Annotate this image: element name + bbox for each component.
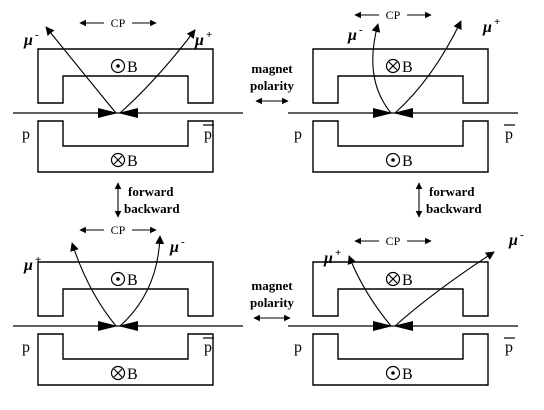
cp-label: CP bbox=[111, 16, 126, 30]
cp-indicator: CP bbox=[79, 16, 157, 30]
lower-field-cross-b bbox=[113, 368, 123, 378]
left-muon-label: μ bbox=[23, 32, 33, 49]
right-muon-label-charge: + bbox=[494, 16, 500, 28]
cp-label: CP bbox=[386, 8, 401, 22]
lower-field-label: B bbox=[402, 153, 413, 170]
proton-arrow bbox=[98, 108, 118, 118]
cp-label: CP bbox=[386, 234, 401, 248]
left-muon-track bbox=[45, 26, 117, 114]
magnet-polarity-top: magnet polarity bbox=[250, 61, 295, 105]
left-muon-label-charge: - bbox=[35, 29, 39, 41]
upper-magnet bbox=[312, 48, 489, 104]
magnet-polarity-bottom-line1: magnet bbox=[251, 278, 293, 293]
upper-field-cross-b bbox=[388, 61, 398, 71]
lower-field-dot bbox=[391, 158, 395, 162]
lower-magnet bbox=[312, 333, 489, 386]
upper-field-label: B bbox=[127, 59, 138, 76]
right-muon-label: μ bbox=[508, 232, 518, 249]
cp-label: CP bbox=[111, 223, 126, 237]
upper-magnet bbox=[37, 261, 214, 317]
upper-field-dot bbox=[116, 64, 120, 68]
right-muon-track bbox=[394, 20, 462, 114]
right-muon-label-charge: - bbox=[181, 236, 185, 248]
antiproton-label: p bbox=[505, 339, 513, 356]
lower-field-dot bbox=[391, 371, 395, 375]
left-muon-label-charge: + bbox=[35, 254, 41, 266]
proton-arrow bbox=[373, 321, 393, 331]
cp-indicator: CP bbox=[79, 223, 157, 237]
left-muon-label-charge: + bbox=[335, 247, 341, 259]
lower-field-symbol bbox=[110, 365, 126, 381]
lower-magnet bbox=[37, 333, 214, 386]
upper-field-symbol bbox=[385, 58, 401, 74]
right-muon-label-charge: - bbox=[520, 229, 524, 241]
proton-arrow bbox=[98, 321, 118, 331]
proton-arrow bbox=[373, 108, 393, 118]
proton-label: p bbox=[294, 126, 302, 143]
upper-field-cross-b bbox=[388, 274, 398, 284]
antiproton-label: p bbox=[204, 126, 212, 143]
right-muon-label-charge: + bbox=[206, 29, 212, 41]
antiproton-arrow bbox=[393, 108, 413, 118]
antiproton-arrow bbox=[118, 108, 138, 118]
magnet-polarity-top-line1: magnet bbox=[251, 61, 293, 76]
lower-field-label: B bbox=[127, 366, 138, 383]
lower-magnet bbox=[37, 120, 214, 173]
left-muon-track bbox=[347, 255, 392, 327]
upper-field-label: B bbox=[127, 272, 138, 289]
fb-left-line1: forward bbox=[128, 184, 174, 199]
right-muon-track bbox=[119, 235, 165, 327]
magnet-polarity-bottom-line2: polarity bbox=[250, 295, 295, 310]
left-muon-label-charge: - bbox=[359, 24, 363, 36]
left-muon-label: μ bbox=[23, 257, 33, 274]
left-muon-track bbox=[70, 242, 117, 327]
cp-indicator: CP bbox=[354, 234, 432, 248]
forward-backward-right: forward backward bbox=[415, 182, 482, 218]
right-muon-label: μ bbox=[194, 32, 204, 49]
forward-backward-left: forward backward bbox=[114, 182, 180, 218]
upper-field-symbol bbox=[385, 271, 401, 287]
upper-field-label: B bbox=[402, 272, 413, 289]
right-muon-track bbox=[394, 251, 495, 327]
fb-right-line1: forward bbox=[429, 184, 475, 199]
proton-label: p bbox=[22, 339, 30, 356]
antiproton-arrow bbox=[118, 321, 138, 331]
lower-field-symbol bbox=[385, 365, 401, 381]
lower-magnet bbox=[312, 120, 489, 173]
cp-indicator: CP bbox=[354, 8, 432, 22]
magnet-polarity-top-line2: polarity bbox=[250, 78, 295, 93]
lower-field-cross-b bbox=[113, 155, 123, 165]
left-muon-track bbox=[371, 23, 392, 114]
right-muon-label: μ bbox=[169, 239, 179, 256]
upper-field-symbol bbox=[110, 58, 126, 74]
antiproton-label: p bbox=[204, 339, 212, 356]
antiproton-arrow bbox=[393, 321, 413, 331]
right-muon-label: μ bbox=[482, 19, 492, 36]
lower-field-symbol bbox=[385, 152, 401, 168]
fb-left-line2: backward bbox=[124, 201, 180, 216]
lower-field-label: B bbox=[127, 153, 138, 170]
lower-field-label: B bbox=[402, 366, 413, 383]
upper-field-label: B bbox=[402, 59, 413, 76]
proton-label: p bbox=[22, 126, 30, 143]
right-muon-track bbox=[119, 29, 196, 114]
left-muon-label: μ bbox=[347, 27, 357, 44]
magnet-polarity-bottom: magnet polarity bbox=[250, 278, 295, 322]
lower-field-symbol bbox=[110, 152, 126, 168]
upper-magnet bbox=[37, 48, 214, 104]
upper-field-dot bbox=[116, 277, 120, 281]
fb-right-line2: backward bbox=[426, 201, 482, 216]
upper-magnet bbox=[312, 261, 489, 317]
antiproton-label: p bbox=[505, 126, 513, 143]
upper-field-symbol bbox=[110, 271, 126, 287]
proton-label: p bbox=[294, 339, 302, 356]
left-muon-label: μ bbox=[323, 250, 333, 267]
